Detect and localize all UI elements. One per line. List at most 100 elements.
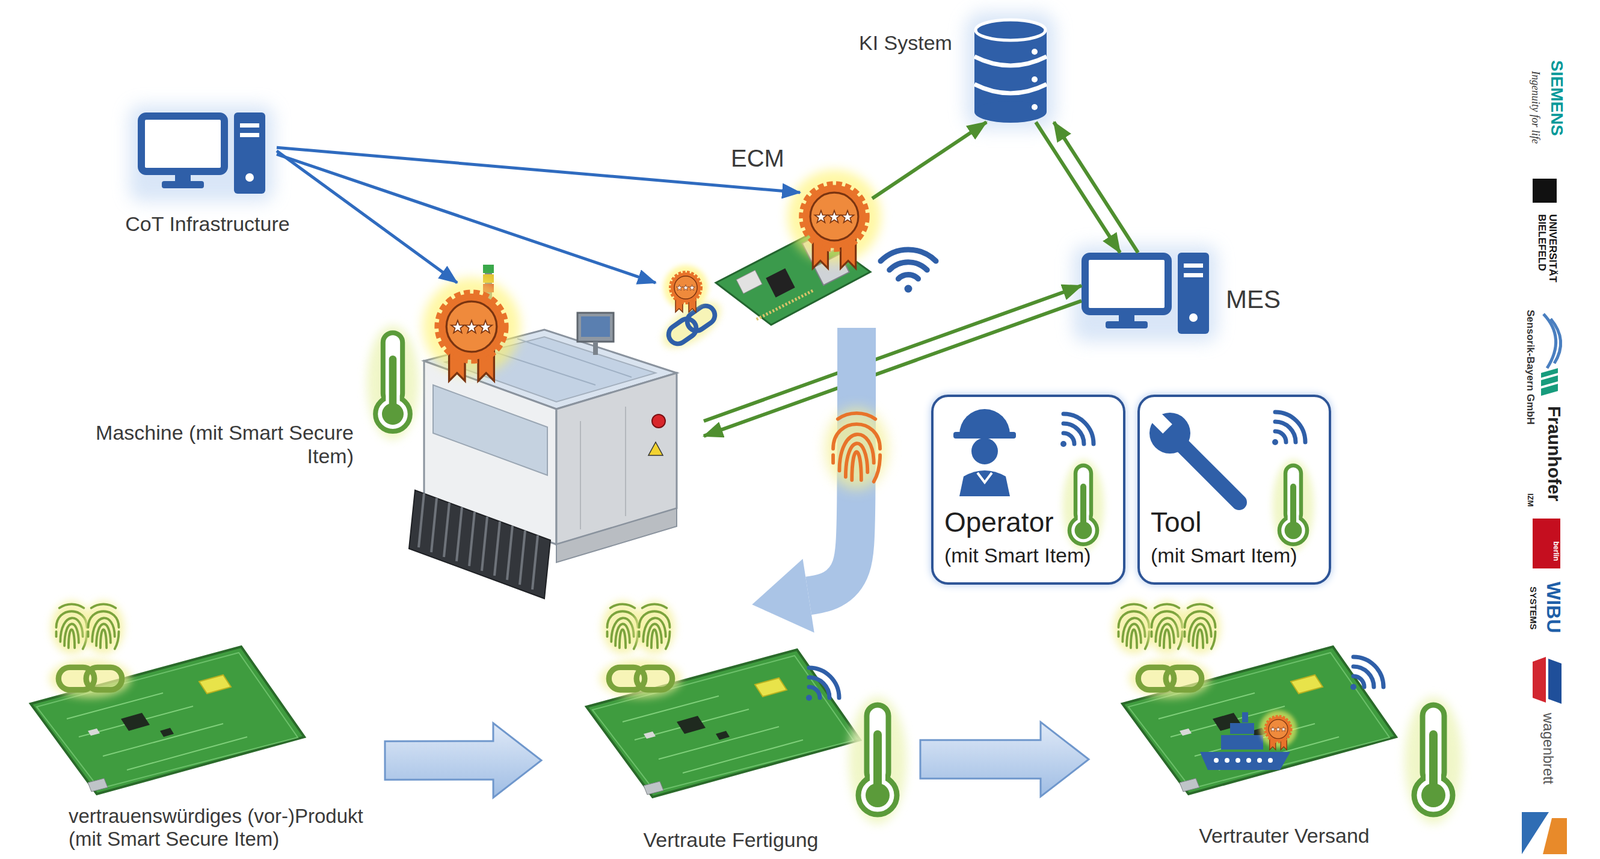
node-label: MES: [1225, 285, 1281, 314]
wifi-icon: [806, 667, 840, 701]
placement-machine: [593, 341, 598, 355]
computer-icon: [1085, 252, 1210, 334]
connector-line: [703, 285, 1082, 422]
logo-mark: [1548, 658, 1562, 704]
worker-icon: [959, 409, 1010, 435]
worker-icon: [971, 437, 998, 465]
logo-mark: [1532, 656, 1546, 703]
thermometer-icon: [366, 325, 419, 441]
thermometer-icon: [1062, 459, 1104, 552]
connector-arrow: [276, 153, 656, 283]
connector-line: [872, 122, 987, 199]
placement-machine: [580, 406, 626, 530]
pcb-board: [1122, 646, 1397, 794]
worker-icon: [959, 470, 1010, 497]
computer-icon: [129, 105, 274, 202]
logo-mark: [1532, 518, 1561, 569]
connector-arrow: [276, 147, 800, 193]
thermometer-icon: [1404, 696, 1463, 825]
logo-mark: [1550, 318, 1561, 364]
chain-link-icon: [599, 659, 682, 699]
wrench-icon: [1148, 409, 1173, 434]
pcb-board: [30, 646, 305, 794]
placement-machine: [433, 384, 548, 476]
logo-text: Sensorik-Bayern GmbH: [1524, 309, 1536, 425]
trust-badge: [1259, 710, 1297, 751]
placement-machine: [418, 493, 538, 590]
ecm-board: [765, 268, 795, 298]
connector-line: [1035, 122, 1120, 253]
ecm-board: [736, 270, 763, 294]
trust-badge: [787, 169, 881, 269]
worker-icon: [953, 409, 1016, 497]
connector-arrow: [384, 723, 542, 798]
block-arrow: [920, 721, 1089, 797]
connector-arrow: [920, 721, 1089, 797]
logo-mark: [1541, 368, 1558, 396]
node-label: ECM: [730, 144, 785, 173]
trust-badge: [663, 265, 708, 313]
database-icon: [965, 12, 1056, 130]
chain-link-icon: [1129, 659, 1211, 699]
node-label: Vertraute Fertigung: [541, 828, 921, 852]
computer-icon: [1073, 245, 1218, 342]
trust-badge: [422, 277, 521, 382]
placement-machine: [409, 490, 551, 599]
placement-machine: [581, 316, 610, 337]
connector-arrow: [276, 150, 458, 283]
logo-mark: [1532, 178, 1557, 203]
diagram-node: Vertraute Fertigung: [541, 604, 921, 855]
block-arrow: [384, 723, 542, 798]
connector-line: [276, 153, 656, 283]
wifi-icon: [877, 233, 939, 295]
database-icon: [965, 12, 1056, 130]
logo-text: SYSTEMS: [1528, 586, 1539, 630]
connector-line: [703, 300, 1082, 437]
diagram-node: ECM: [655, 192, 873, 328]
wifi-icon: [1272, 412, 1306, 446]
logo-mark: [1541, 383, 1558, 396]
logo-mark: [1543, 313, 1561, 369]
node-label: CoT Infrastructure: [105, 212, 310, 236]
logo-text: IZM: [1526, 493, 1535, 507]
diagram-node: Vertrauter Versand: [1088, 604, 1480, 855]
placement-machine: [648, 442, 663, 456]
connector-line: [1053, 122, 1139, 253]
placement-machine: [652, 414, 666, 428]
node-label: Maschine (mit Smart Secure Item): [76, 421, 354, 468]
node-label: Vertrauter Versand: [1088, 824, 1480, 848]
connector-line: [276, 150, 458, 283]
connector-arrow: [703, 285, 1082, 422]
logo-text: SIEMENS: [1548, 60, 1566, 136]
diagram-node: MES: [1081, 252, 1211, 334]
fingerprint-icon: [83, 600, 124, 654]
thermometer-icon: [848, 696, 907, 825]
computer-icon: [129, 105, 274, 202]
placement-machine: [409, 264, 677, 599]
placement-machine: [577, 312, 614, 342]
wifi-icon: [1060, 413, 1094, 447]
node-label: (mit Smart Item): [1150, 543, 1298, 568]
pcb-board: [586, 649, 861, 797]
connector-arrow: [872, 122, 987, 199]
smart-item-box: Tool (mit Smart Item): [1137, 394, 1332, 585]
logo-mark: [1521, 812, 1567, 855]
logo-mark: [1532, 656, 1562, 704]
logo-mark: [1542, 818, 1567, 855]
connector-arrow: [1035, 122, 1120, 253]
logo-text: Ingenuity for life: [1529, 70, 1542, 144]
logo-text: wagenbrett: [1541, 712, 1557, 785]
wrench-icon: [1175, 439, 1240, 503]
node-label: vertrauenswürdiges (vor-)Produkt (mit Sm…: [68, 804, 382, 851]
node-label: KI System: [858, 31, 953, 55]
diagram-node: CoT Infrastructure: [135, 111, 277, 196]
connector-arrow: [751, 327, 888, 633]
node-label: Tool: [1150, 506, 1202, 539]
connector-arrow: [1053, 122, 1139, 253]
worker-icon: [953, 431, 1016, 439]
placement-machine: [556, 508, 677, 563]
chain-link-icon: [49, 659, 132, 699]
connector-line: [276, 147, 800, 193]
diagram-node: KI System: [968, 16, 1059, 123]
worker-icon: [977, 472, 992, 483]
